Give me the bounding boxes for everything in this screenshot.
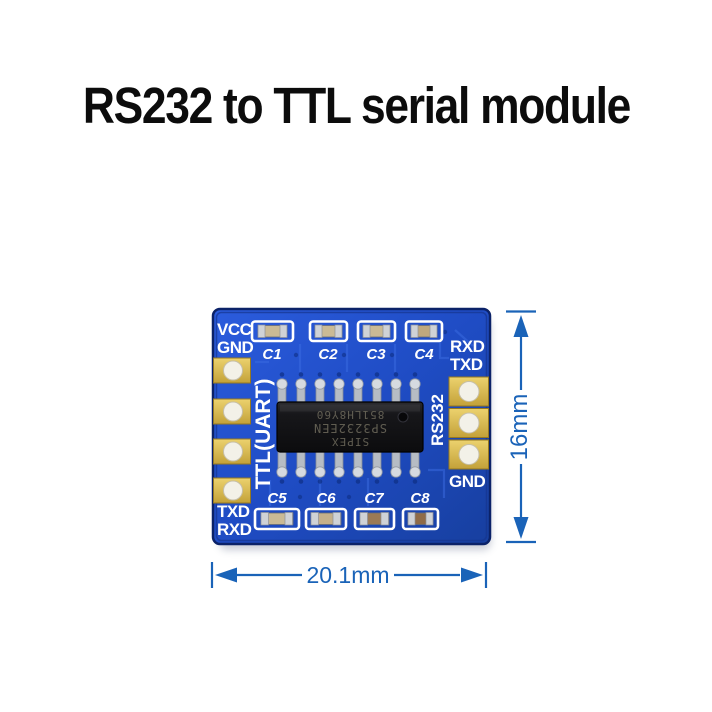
silkscreen-rxd-left: RXD — [217, 520, 252, 539]
silkscreen-rs232: RS232 — [428, 394, 447, 446]
ic-marking-part: SP3232EEN — [313, 421, 387, 435]
pad-left-txd — [213, 438, 251, 465]
ic-pin1-dot — [397, 411, 409, 423]
left-pads — [213, 357, 251, 504]
ic-pins-bottom — [276, 449, 421, 484]
dim-arrow-right — [461, 567, 483, 583]
dim-arrow-up — [513, 315, 529, 337]
width-dimension — [210, 562, 488, 588]
silkscreen-rxd-right: RXD — [450, 337, 485, 356]
pad-left-rxd — [213, 477, 251, 504]
dim-arrow-left — [215, 567, 237, 583]
pcb-traces — [255, 329, 474, 506]
label-c1: C1 — [262, 346, 281, 363]
width-dimension-label: 20.1mm — [306, 562, 389, 588]
capacitor-c2 — [308, 320, 349, 343]
silkscreen-vcc: VCC — [217, 320, 252, 339]
dim-arrow-down — [513, 517, 529, 539]
ic-marking-brand: SIPEX — [331, 435, 369, 448]
pad-hole — [458, 412, 480, 434]
pad-right-gnd — [448, 439, 489, 470]
height-dimension-label: 16mm — [506, 394, 533, 461]
ic-markings: SIPEX SP3232EEN 851LH8Y60 — [313, 408, 387, 448]
capacitor-c3 — [356, 320, 397, 343]
capacitor-c5 — [253, 507, 301, 531]
silkscreen-gnd-right: GND — [449, 472, 486, 491]
pad-right-rxd — [448, 376, 489, 407]
pad-right-txd — [448, 408, 489, 438]
height-dimension — [506, 310, 536, 544]
capacitor-c4 — [404, 320, 444, 343]
pad-hole — [223, 480, 243, 501]
capacitor-c1 — [250, 320, 295, 343]
silkscreen-txd-right: TXD — [450, 355, 483, 374]
pad-hole — [458, 444, 480, 465]
label-c8: C8 — [410, 490, 430, 507]
label-c5: C5 — [267, 490, 287, 507]
silkscreen-txd-left: TXD — [217, 502, 250, 521]
capacitor-c7 — [353, 507, 396, 531]
label-c6: C6 — [316, 490, 336, 507]
ic-marking-lot: 851LH8Y60 — [316, 408, 385, 421]
label-c2: C2 — [318, 346, 338, 363]
label-c7: C7 — [364, 490, 384, 507]
page-title: RS232 to TTL serial module — [82, 77, 630, 134]
bottom-capacitors: C5 C6 C7 C8 — [253, 490, 440, 531]
label-c4: C4 — [414, 346, 434, 363]
capacitor-c8 — [401, 507, 440, 531]
right-pads — [448, 376, 489, 470]
capacitor-c6 — [304, 507, 348, 531]
title-row: RS232 to TTL serial module — [0, 76, 712, 135]
label-c3: C3 — [366, 346, 386, 363]
top-capacitors: C1 C2 C3 C4 — [250, 320, 444, 363]
pad-hole — [458, 381, 480, 402]
silkscreen-gnd-left: GND — [217, 338, 254, 357]
pad-hole — [223, 360, 243, 381]
silkscreen-ttl-uart: TTL(UART) — [252, 379, 275, 490]
pad-hole — [223, 441, 243, 462]
pad-hole — [223, 401, 243, 422]
ic-chip: SIPEX SP3232EEN 851LH8Y60 — [276, 401, 424, 453]
pad-left-gnd — [213, 398, 251, 425]
pad-left-vcc — [213, 357, 251, 384]
pcb-vias — [293, 329, 448, 500]
